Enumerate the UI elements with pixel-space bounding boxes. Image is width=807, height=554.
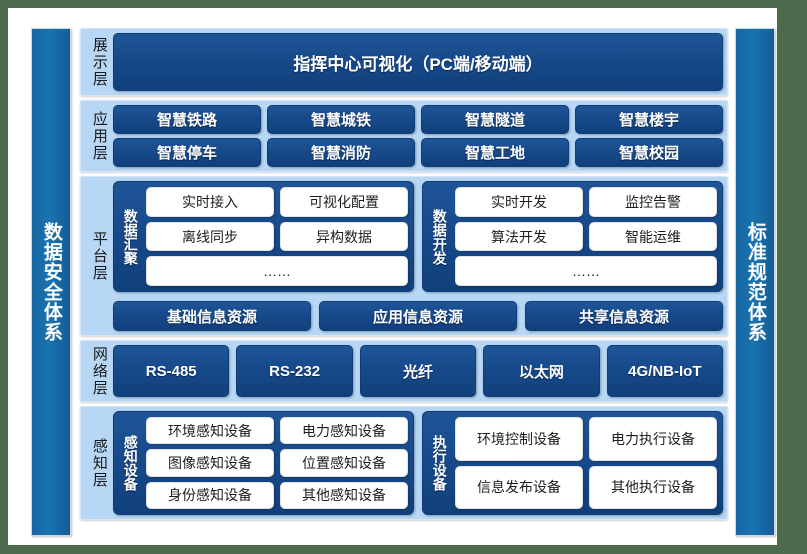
app-item-smart-parking[interactable]: 智慧停车 — [113, 138, 261, 167]
agg-item-visual-config[interactable]: 可视化配置 — [280, 187, 408, 217]
group-data-aggregation-title: 数据汇聚 — [122, 208, 139, 265]
resource-item-basic-info[interactable]: 基础信息资源 — [113, 301, 311, 331]
layer-network: 网络层 RS-485 RS-232 光纤 以太网 4G/NB-IoT — [80, 340, 728, 402]
group-sensing-devices: 感知设备 环境感知设备 电力感知设备 图像感知设备 位置感知设备 — [113, 411, 414, 515]
group-data-aggregation: 数据汇聚 实时接入 可视化配置 离线同步 异构数据 …… — [113, 181, 414, 292]
actuator-devices-row-1: 环境控制设备 电力执行设备 — [455, 417, 717, 461]
actuator-item-info-release[interactable]: 信息发布设备 — [455, 465, 583, 509]
display-item-command-center[interactable]: 指挥中心可视化（PC端/移动端） — [113, 33, 723, 91]
data-development-row-2: 算法开发 智能运维 — [455, 221, 717, 252]
actuator-item-power-actuator[interactable]: 电力执行设备 — [589, 417, 717, 461]
sense-item-power-sensor[interactable]: 电力感知设备 — [280, 417, 408, 445]
diagram-canvas: 数据安全体系 标准规范体系 展示层 指挥中心可视化（PC端/移动端） 应用层 智… — [8, 8, 777, 545]
group-data-development: 数据开发 实时开发 监控告警 算法开发 智能运维 …… — [422, 181, 723, 292]
group-sensing-devices-title: 感知设备 — [122, 435, 139, 491]
layer-platform-label: 平台层 — [90, 230, 108, 282]
layer-platform: 平台层 数据汇聚 实时接入 可视化配置 离线同步 异构数据 — [80, 176, 728, 336]
layer-sensing: 感知层 感知设备 环境感知设备 电力感知设备 图像感知设备 位置感知设备 — [80, 406, 728, 520]
dev-item-intelligent-ops[interactable]: 智能运维 — [589, 221, 717, 252]
layer-display-label: 展示层 — [90, 36, 108, 88]
agg-item-heterogeneous-data[interactable]: 异构数据 — [280, 221, 408, 252]
actuator-item-environment-control[interactable]: 环境控制设备 — [455, 417, 583, 461]
layer-application: 应用层 智慧铁路 智慧城铁 智慧隧道 智慧楼宇 智慧停车 智慧消防 智慧工地 智… — [80, 100, 728, 172]
network-row: RS-485 RS-232 光纤 以太网 4G/NB-IoT — [113, 345, 724, 397]
actuator-devices-row-2: 信息发布设备 其他执行设备 — [455, 465, 717, 509]
app-item-smart-campus[interactable]: 智慧校园 — [575, 138, 723, 167]
sense-item-identity-sensor[interactable]: 身份感知设备 — [146, 481, 274, 509]
sense-item-environment-sensor[interactable]: 环境感知设备 — [146, 417, 274, 445]
app-item-smart-tunnel[interactable]: 智慧隧道 — [421, 105, 569, 134]
layer-sensing-label: 感知层 — [90, 437, 108, 489]
app-item-smart-fire[interactable]: 智慧消防 — [267, 138, 415, 167]
data-development-row-1: 实时开发 监控告警 — [455, 187, 717, 217]
group-data-development-title: 数据开发 — [431, 208, 448, 265]
sense-item-other-sensor[interactable]: 其他感知设备 — [280, 481, 408, 509]
sensing-devices-row-2: 图像感知设备 位置感知设备 — [146, 449, 408, 477]
data-aggregation-row-1: 实时接入 可视化配置 — [146, 187, 408, 217]
data-development-row-3: …… — [455, 256, 717, 287]
dev-item-monitoring-alarm[interactable]: 监控告警 — [589, 187, 717, 217]
app-item-smart-building[interactable]: 智慧楼宇 — [575, 105, 723, 134]
platform-groups: 数据汇聚 实时接入 可视化配置 离线同步 异构数据 …… — [113, 181, 723, 292]
sensing-groups: 感知设备 环境感知设备 电力感知设备 图像感知设备 位置感知设备 — [113, 411, 723, 515]
net-item-rs485[interactable]: RS-485 — [113, 345, 230, 397]
dev-item-algorithm-development[interactable]: 算法开发 — [455, 221, 583, 252]
sensing-devices-row-3: 身份感知设备 其他感知设备 — [146, 481, 408, 509]
agg-item-realtime-access[interactable]: 实时接入 — [146, 187, 274, 217]
sensing-devices-row-1: 环境感知设备 电力感知设备 — [146, 417, 408, 445]
net-item-4g-nbiot[interactable]: 4G/NB-IoT — [606, 345, 724, 397]
agg-item-offline-sync[interactable]: 离线同步 — [146, 221, 274, 252]
agg-item-ellipsis[interactable]: …… — [146, 256, 408, 287]
sense-item-location-sensor[interactable]: 位置感知设备 — [280, 449, 408, 477]
application-row-1: 智慧铁路 智慧城铁 智慧隧道 智慧楼宇 — [113, 105, 723, 134]
net-item-rs232[interactable]: RS-232 — [236, 345, 353, 397]
net-item-fiber[interactable]: 光纤 — [359, 345, 477, 397]
dev-item-realtime-development[interactable]: 实时开发 — [455, 187, 583, 217]
app-item-smart-railway[interactable]: 智慧铁路 — [113, 105, 261, 134]
layer-stack: 展示层 指挥中心可视化（PC端/移动端） 应用层 智慧铁路 智慧城铁 智慧隧道 … — [80, 28, 728, 538]
app-item-smart-construction[interactable]: 智慧工地 — [421, 138, 569, 167]
resource-item-application-info[interactable]: 应用信息资源 — [319, 301, 517, 331]
layer-network-label: 网络层 — [90, 345, 108, 397]
net-item-ethernet[interactable]: 以太网 — [483, 345, 600, 397]
dev-item-ellipsis[interactable]: …… — [455, 256, 717, 287]
pillar-data-security: 数据安全体系 — [31, 28, 71, 536]
data-aggregation-row-3: …… — [146, 256, 408, 287]
actuator-item-other-actuator[interactable]: 其他执行设备 — [589, 465, 717, 509]
pillar-standard-spec: 标准规范体系 — [735, 28, 775, 536]
layer-display: 展示层 指挥中心可视化（PC端/移动端） — [80, 28, 728, 96]
app-item-smart-metro[interactable]: 智慧城铁 — [267, 105, 415, 134]
application-row-2: 智慧停车 智慧消防 智慧工地 智慧校园 — [113, 138, 723, 167]
sense-item-image-sensor[interactable]: 图像感知设备 — [146, 449, 274, 477]
data-aggregation-row-2: 离线同步 异构数据 — [146, 221, 408, 252]
layer-application-label: 应用层 — [90, 110, 108, 162]
platform-resources-row: 基础信息资源 应用信息资源 共享信息资源 — [113, 301, 723, 331]
group-actuator-devices-title: 执行设备 — [431, 435, 448, 491]
group-actuator-devices: 执行设备 环境控制设备 电力执行设备 信息发布设备 其他执行设备 — [422, 411, 723, 515]
resource-item-shared-info[interactable]: 共享信息资源 — [525, 301, 723, 331]
